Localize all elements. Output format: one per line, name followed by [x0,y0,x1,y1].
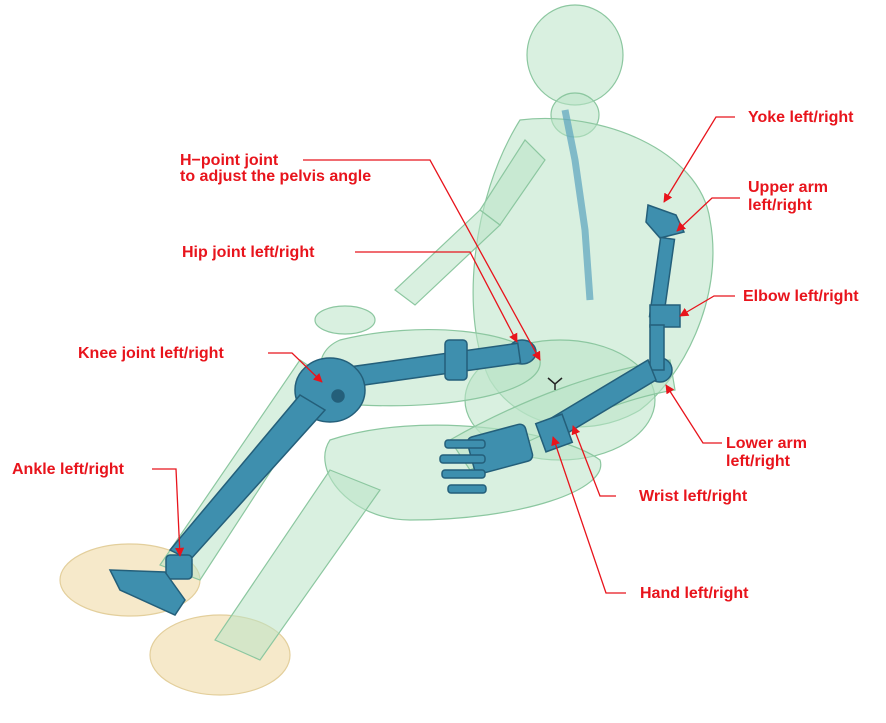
leader-lower-arm [666,385,722,443]
label-lower-arm-line1: Lower arm [726,435,807,452]
head [527,5,623,105]
label-upper-arm-line2: left/right [748,197,812,214]
label-hpoint-line2: to adjust the pelvis angle [180,168,371,185]
elbow-lower-link [650,325,664,370]
label-wrist: Wrist left/right [639,488,747,505]
femur-collar [445,340,467,380]
elbow-block [650,305,680,327]
label-hpoint-line1: H−point joint [180,152,278,169]
label-upper-arm-line1: Upper arm [748,179,828,196]
label-yoke: Yoke left/right [748,109,854,126]
ankle-block [166,555,192,579]
label-knee: Knee joint left/right [78,345,224,362]
label-hip: Hip joint left/right [182,244,314,261]
label-lower-arm-line2: left/right [726,453,790,470]
label-ankle: Ankle left/right [12,461,124,478]
label-hand: Hand left/right [640,585,748,602]
hand-left [315,306,375,334]
label-elbow: Elbow left/right [743,288,859,305]
